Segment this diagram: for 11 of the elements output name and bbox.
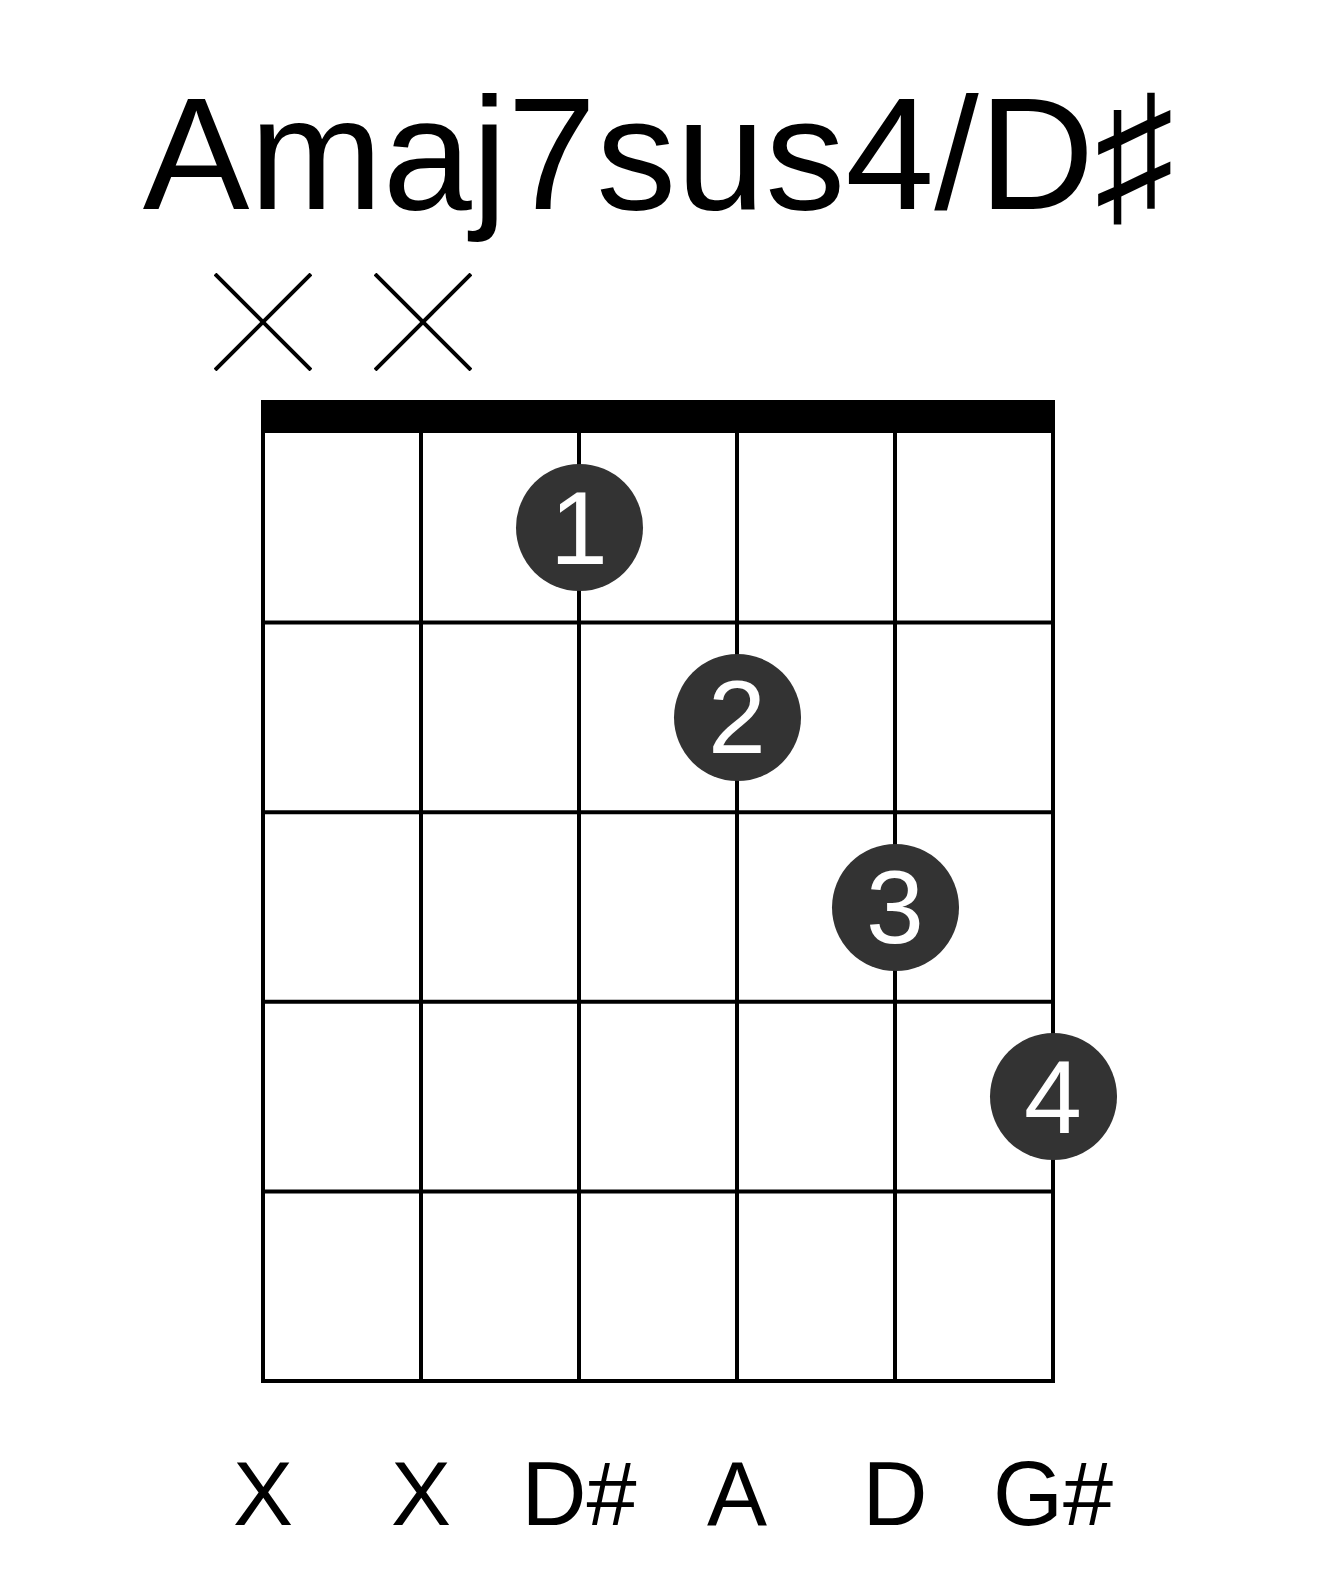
string-note-label: X xyxy=(233,1449,293,1539)
finger-dot: 4 xyxy=(989,1033,1117,1161)
string-note-label: D# xyxy=(521,1449,637,1539)
finger-dot: 1 xyxy=(515,464,643,592)
chord-title: Amaj7sus4/D♯ xyxy=(141,63,1176,245)
string-note-label: A xyxy=(707,1449,767,1539)
string-note-label: D xyxy=(862,1449,928,1539)
finger-dot: 2 xyxy=(673,653,801,781)
string-note-label: X xyxy=(391,1449,451,1539)
string-note-label: G# xyxy=(992,1449,1114,1539)
finger-dot: 3 xyxy=(831,843,959,971)
